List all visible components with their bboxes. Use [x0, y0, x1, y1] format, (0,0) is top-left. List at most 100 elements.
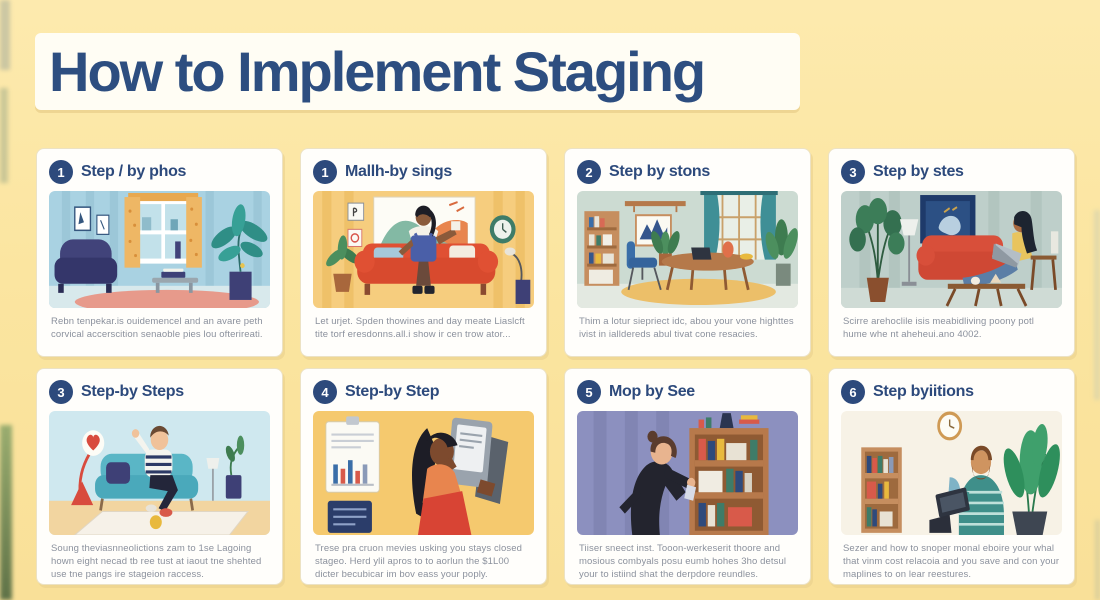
woman-figure [398, 205, 461, 294]
photo-edge [0, 0, 10, 70]
step-title: Step-by Steps [81, 383, 184, 400]
card-header: 1 Step / by phos [49, 160, 270, 184]
wall-clock-icon [489, 215, 516, 244]
step-number-badge: 3 [841, 160, 865, 184]
step-card-7: 5 Mop by See [564, 368, 811, 585]
step-number-badge: 4 [313, 380, 337, 404]
photo-edge [1095, 520, 1100, 600]
round-rug [621, 278, 776, 305]
living-room-scene [49, 191, 270, 308]
red-sofa [916, 235, 1007, 280]
step-number-badge: 3 [49, 380, 73, 404]
large-plant [849, 198, 905, 302]
step-card-3: 2 Step by stons [564, 148, 811, 357]
step-title: Mallh-by sings [345, 163, 452, 180]
bookshelf [584, 211, 620, 286]
reading-scene [841, 191, 1062, 308]
dark-note-card [327, 500, 372, 533]
potted-plant [326, 235, 360, 292]
office-chair [626, 241, 662, 291]
card-header: 2 Step by stons [577, 160, 798, 184]
chart-poster [325, 416, 380, 493]
card-header: 4 Step-by Step [313, 380, 534, 404]
step-caption: Thim a lotur siepriect idc, abou your vo… [579, 316, 794, 341]
step-title: Step by stons [609, 163, 711, 180]
step-caption: Soung theviasnneolictions zam to 1se Lag… [51, 543, 262, 581]
side-table [1030, 231, 1059, 290]
step-number-badge: 1 [313, 160, 337, 184]
floor-lamp [504, 247, 531, 304]
tablet [446, 417, 493, 488]
picture-frames [74, 206, 110, 235]
step-card-6: 4 Step-by Step [300, 368, 547, 585]
step-caption: Tiiser sneect inst. Tooon-werkeserit tho… [579, 543, 787, 581]
step-title: Step / by phos [81, 163, 187, 180]
bookshelf [689, 413, 769, 535]
man-on-sofa-illustration [49, 411, 270, 535]
bag [929, 514, 952, 533]
card-header: 3 Step-by Steps [49, 380, 270, 404]
steps-grid: 1 Step / by phos [36, 148, 1075, 585]
coffee-table [152, 268, 199, 293]
potted-plant [211, 204, 268, 300]
step-card-5: 3 Step-by Steps [36, 368, 283, 585]
step-number-badge: 2 [577, 160, 601, 184]
step-title: Step byiitions [873, 383, 974, 400]
working-scene [841, 411, 1062, 535]
woman-bookshelf-illustration [577, 411, 798, 535]
step-caption: Sezer and how to snoper monal eboire you… [843, 543, 1060, 581]
planning-scene [313, 411, 534, 535]
step-number-badge: 1 [49, 160, 73, 184]
wall-clock-icon [937, 411, 963, 441]
laptop [935, 487, 970, 518]
card-header: 6 Step byiitions [841, 380, 1062, 404]
woman-figure [619, 430, 697, 535]
small-plant [225, 435, 245, 499]
step-card-1: 1 Step / by phos [36, 148, 283, 357]
curtains [124, 193, 202, 268]
heart-lamp [71, 430, 105, 506]
home-office-scene [577, 191, 798, 308]
woman-tablet-illustration [313, 411, 534, 535]
step-caption: Let urjet. Spden thowines and day meate … [315, 316, 525, 341]
woman-laptop-illustration [841, 191, 1062, 308]
rug [74, 289, 259, 308]
step-title: Step by stes [873, 163, 964, 180]
title-banner: How to Implement Staging [35, 33, 800, 110]
step-card-2: 1 Mallh-by sings [300, 148, 547, 357]
card-header: 5 Mop by See [577, 380, 798, 404]
palm-plant [765, 219, 798, 286]
small-frames [347, 202, 365, 247]
card-header: 1 Mallh-by sings [313, 160, 534, 184]
man-figure [131, 425, 178, 517]
step-caption: Scirre arehoclile isis meabidliving poon… [843, 316, 1034, 341]
armchair [54, 239, 118, 293]
step-card-4: 3 Step by stes [828, 148, 1075, 357]
step-card-8: 6 Step byiitions [828, 368, 1075, 585]
photo-edge [0, 88, 8, 183]
large-plant [1003, 424, 1060, 535]
desk [661, 241, 754, 291]
woman-figure [412, 428, 496, 535]
window-icon [131, 199, 195, 264]
step-number-badge: 5 [577, 380, 601, 404]
man-laptop-illustration [841, 411, 1062, 535]
photo-edge [1094, 210, 1100, 400]
step-title: Step-by Step [345, 383, 440, 400]
card-header: 3 Step by stes [841, 160, 1062, 184]
floor-lamp [899, 219, 919, 286]
step-number-badge: 6 [841, 380, 865, 404]
home-office-illustration [577, 191, 798, 308]
navy-art-frame [920, 195, 976, 244]
step-caption: Rebn tenpekar.is ouidemencel and an avar… [51, 316, 263, 341]
coffee-table [945, 273, 1028, 307]
step-caption: Trese pra cruon mevies usking you stays … [315, 543, 523, 581]
woman-decorating-illustration [313, 191, 534, 308]
page-title: How to Implement Staging [49, 40, 706, 103]
ball [149, 515, 162, 530]
photo-edge [0, 425, 12, 600]
step-title: Mop by See [609, 383, 695, 400]
living-room-illustration [49, 191, 270, 308]
window-with-curtains [700, 191, 778, 260]
